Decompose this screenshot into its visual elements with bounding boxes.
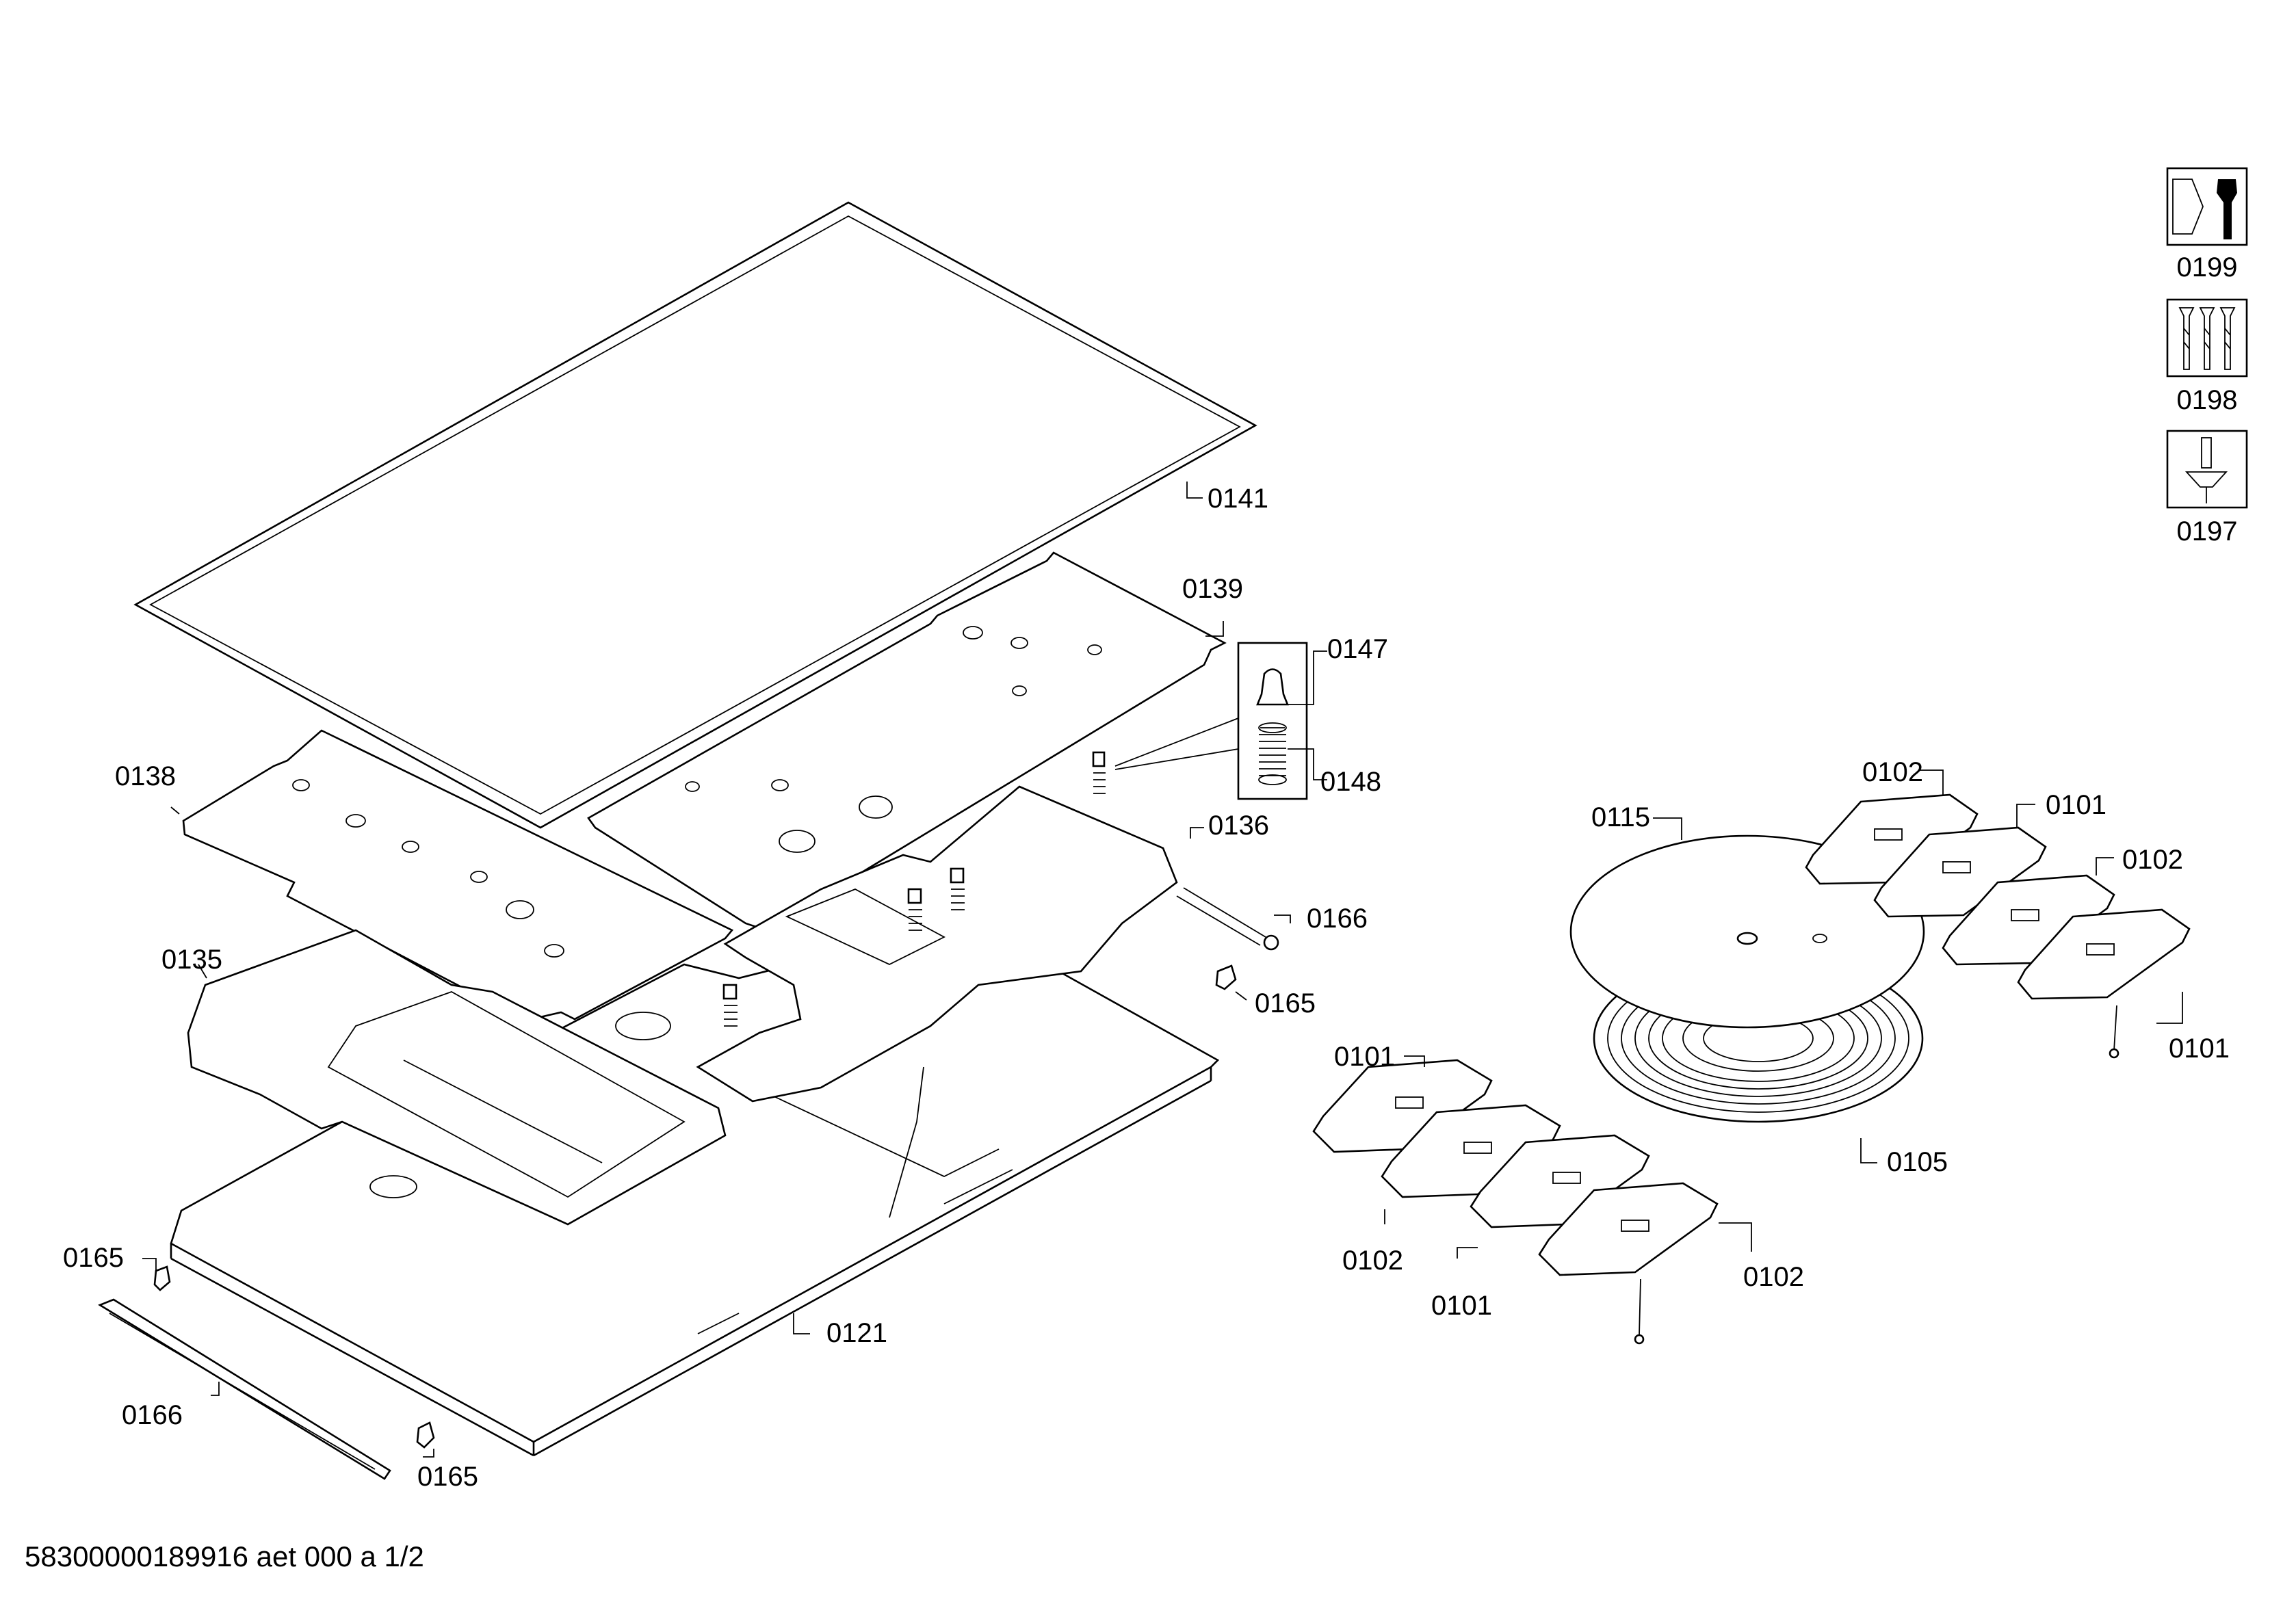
small-spring <box>722 984 738 1027</box>
clip-mid <box>1215 964 1237 990</box>
part-label-0101-b: 0101 <box>2169 1034 2230 1064</box>
part-label-0105: 0105 <box>1887 1147 1948 1177</box>
part-label-0165-bottom: 0165 <box>417 1462 478 1492</box>
clip-left <box>153 1265 171 1291</box>
service-icon-0198: 0198 <box>2166 298 2248 415</box>
service-label-0197: 0197 <box>2177 516 2238 547</box>
part-label-0165-left: 0165 <box>63 1243 124 1273</box>
document-code: 58300000189916 aet 000 a 1/2 <box>25 1540 424 1572</box>
insulation-sheet-left <box>182 729 734 1022</box>
part-label-0121: 0121 <box>826 1318 887 1348</box>
insulation-sheet-right <box>587 551 1227 932</box>
part-label-0165-mid: 0165 <box>1255 988 1316 1018</box>
service-icon-0197: 0197 <box>2166 430 2248 547</box>
part-label-0102-d: 0102 <box>1743 1262 1804 1292</box>
frame-right <box>696 785 1279 1103</box>
rail-bottom <box>98 1298 391 1480</box>
small-spring <box>1092 751 1106 794</box>
part-label-0102-b: 0102 <box>2122 845 2183 875</box>
part-label-0115: 0115 <box>1591 802 1650 832</box>
part-label-0135: 0135 <box>161 945 222 975</box>
part-label-0166-top: 0166 <box>1307 904 1368 934</box>
glass-top-plate <box>133 201 1257 829</box>
part-label-0101-d: 0101 <box>1431 1291 1492 1321</box>
pad-right-4 <box>2017 908 2191 1059</box>
part-label-0101-c: 0101 <box>1334 1042 1395 1072</box>
small-spring <box>950 867 965 910</box>
part-label-0102-a: 0102 <box>1862 757 1923 787</box>
service-icon-0199: 0199 <box>2166 167 2248 282</box>
pad-left-4 <box>1538 1182 1719 1345</box>
spring-pin-detail <box>722 642 1308 1027</box>
part-labels: 0141 0139 0147 0148 0138 0136 0166 0135 … <box>63 484 2230 1492</box>
pad-right-2 <box>1873 826 2047 918</box>
service-label-0199: 0199 <box>2177 252 2238 282</box>
screws-icon <box>2166 298 2248 378</box>
tool-icon <box>2166 430 2248 509</box>
service-label-0198: 0198 <box>2177 385 2238 415</box>
part-label-0138: 0138 <box>115 761 176 791</box>
leader-lines <box>142 482 2183 1458</box>
part-label-0148: 0148 <box>1320 767 1381 797</box>
part-label-0101-a: 0101 <box>2046 790 2106 820</box>
part-label-0136: 0136 <box>1208 811 1269 841</box>
part-label-0139: 0139 <box>1182 574 1243 604</box>
clip-bottom <box>416 1421 435 1449</box>
part-label-0102-c: 0102 <box>1342 1246 1403 1276</box>
part-label-0166-bottom: 0166 <box>122 1400 183 1430</box>
part-label-0147: 0147 <box>1327 634 1388 664</box>
frame-left <box>187 929 727 1226</box>
small-spring <box>907 888 922 931</box>
part-label-0141: 0141 <box>1208 484 1268 514</box>
